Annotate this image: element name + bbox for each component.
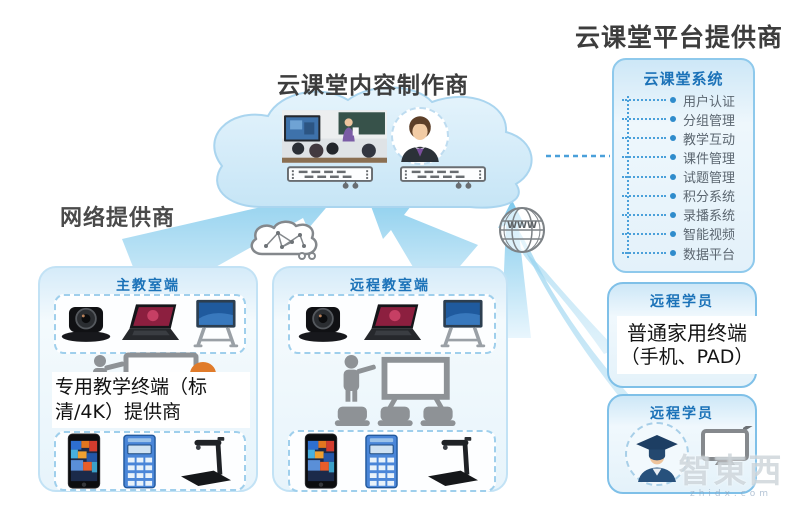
system-item: 用户认证: [622, 92, 747, 110]
system-item-list: 用户认证 分组管理 教学互动 课件管理 试题管理 积分系统 录播系统 智能视频 …: [622, 92, 747, 263]
dotted-leader: [622, 194, 666, 197]
remote-student-header: 远程学员: [650, 294, 714, 310]
system-item: 分组管理: [622, 111, 747, 129]
dotted-leader: [622, 175, 666, 178]
control-panel-icon: [123, 434, 157, 488]
home-terminal-line1: 普通家用终端: [627, 320, 747, 345]
classroom-scene-icon: [334, 354, 456, 427]
home-terminal-note: 普通家用终端 （手机、PAD）: [617, 316, 757, 374]
system-item: 课件管理: [622, 149, 747, 167]
bullet-dot: [670, 250, 676, 256]
smartphone-icon: [67, 433, 101, 489]
cloud-system-header: 云课堂系统: [643, 70, 724, 88]
terminal-provider-note: 专用教学终端（标清/4K）提供商: [52, 372, 250, 428]
network-cloud-icon: [250, 220, 318, 260]
remote-devices-row1: [288, 294, 496, 354]
teacher-avatar: [391, 107, 449, 165]
bullet-dot: [670, 173, 676, 180]
home-terminal-line2: （手机、PAD）: [620, 345, 754, 368]
dotted-leader: [622, 137, 666, 140]
cloud-system-panel: 云课堂系统 用户认证 分组管理 教学互动 课件管理 试题管理 积分系统 录播系统…: [612, 58, 755, 273]
network-switch-icon: [287, 166, 373, 189]
system-item: 试题管理: [622, 169, 747, 186]
terminal-provider-text: 专用教学终端（标清/4K）提供商: [55, 376, 208, 423]
svg-text:WWW: WWW: [507, 221, 537, 231]
interactive-whiteboard-icon: [440, 299, 486, 348]
graduate-avatar: [625, 422, 689, 486]
graduate-figure: [636, 435, 678, 482]
main-devices-row2: [54, 431, 246, 491]
monitor-icon: [701, 426, 753, 465]
system-item: 智能视频: [622, 226, 747, 244]
remote-devices-row2: [288, 430, 496, 492]
ptz-camera-icon: [62, 306, 111, 342]
system-item-label: 教学互动: [683, 132, 736, 148]
system-item-label: 积分系统: [683, 190, 736, 206]
title-content-producer: 云课堂内容制作商: [277, 73, 469, 99]
bullet-dot: [670, 230, 676, 237]
laptop-icon: [363, 304, 422, 340]
bullet-dot: [670, 154, 676, 161]
classroom-photo: [282, 110, 387, 163]
system-item: 教学互动: [622, 130, 747, 148]
network-switch-icon: [400, 166, 486, 189]
dotted-leader: [622, 232, 666, 235]
title-network-provider: 网络提供商: [60, 206, 176, 231]
system-item-label: 录播系统: [683, 209, 736, 225]
interactive-whiteboard-icon: [193, 299, 238, 348]
dotted-leader: [622, 99, 666, 101]
document-camera-icon: [180, 436, 231, 486]
remote-classroom-header: 远程教室端: [350, 278, 430, 294]
teacher-avatar-figure: [401, 116, 439, 162]
title-platform-provider: 云课堂平台提供商: [575, 23, 784, 52]
smartphone-icon: [304, 433, 338, 489]
system-item: 录播系统: [622, 207, 747, 225]
system-item-label: 试题管理: [683, 171, 736, 186]
main-classroom-header: 主教室端: [116, 278, 180, 294]
system-item: 积分系统: [622, 188, 747, 206]
main-classroom-box: 主教室端: [38, 266, 258, 492]
remote-classroom-box: 远程教室端: [272, 266, 508, 492]
dotted-leader: [622, 213, 666, 216]
main-devices-row1: [54, 294, 246, 354]
system-item-label: 数据平台: [683, 247, 736, 263]
dotted-leader: [622, 156, 666, 159]
swoosh-short: [519, 247, 616, 354]
ptz-camera-icon: [298, 306, 348, 342]
laptop-icon: [121, 304, 180, 340]
system-item-label: 智能视频: [683, 228, 736, 244]
dotted-leader: [622, 252, 666, 254]
system-item-label: 课件管理: [683, 151, 736, 167]
document-camera-icon: [428, 436, 479, 486]
remote-student-top-box: 远程学员 普通家用终端 （手机、PAD）: [607, 282, 757, 388]
bullet-dot: [670, 211, 676, 218]
remote-student-header: 远程学员: [650, 406, 714, 422]
system-item: 数据平台: [622, 245, 747, 263]
bullet-dot: [670, 192, 676, 199]
system-item-label: 用户认证: [683, 94, 736, 110]
bullet-dot: [670, 116, 676, 123]
dotted-leader: [622, 118, 666, 121]
remote-student-bottom-box: 远程学员: [607, 394, 757, 494]
bullet-dot: [670, 135, 676, 142]
bullet-dot: [670, 97, 676, 103]
control-panel-icon: [365, 434, 399, 488]
system-item-label: 分组管理: [683, 113, 736, 129]
www-globe-icon: WWW: [499, 207, 545, 253]
